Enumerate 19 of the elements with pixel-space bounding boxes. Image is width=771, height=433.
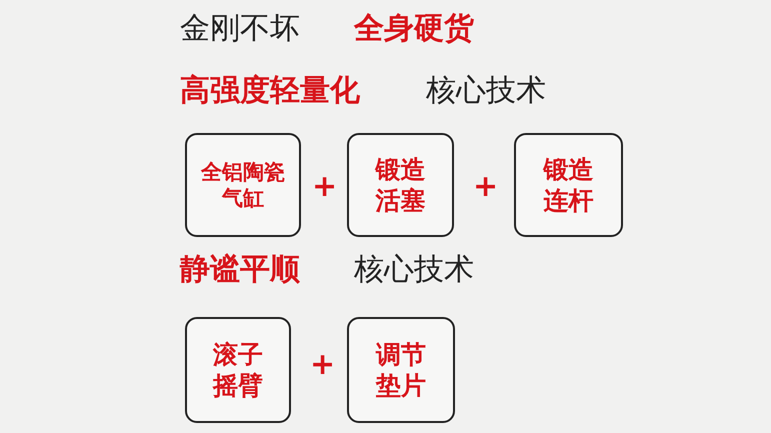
feature-box xyxy=(347,133,454,237)
heading-text: 全身硬货 xyxy=(354,14,474,44)
feature-text: 调节垫片 xyxy=(374,338,427,402)
feature-text: 滚子摇臂 xyxy=(211,338,264,402)
heading-text: 静谧平顺 xyxy=(180,255,300,285)
heading-text: 高强度轻量化 xyxy=(180,76,360,106)
feature-box xyxy=(185,133,301,237)
heading-text: 核心技术 xyxy=(426,76,546,106)
plus-sign: + xyxy=(312,172,338,202)
plus-sign: + xyxy=(473,172,498,202)
feature-box xyxy=(185,317,291,423)
feature-box xyxy=(347,317,455,423)
feature-text: 锻造连杆 xyxy=(542,154,594,216)
feature-text: 锻造活塞 xyxy=(374,154,426,216)
plus-sign: + xyxy=(310,350,336,380)
heading-text: 金刚不坏 xyxy=(180,14,300,44)
heading-text: 核心技术 xyxy=(354,255,474,285)
feature-box xyxy=(514,133,623,237)
feature-text: 全铝陶瓷气缸 xyxy=(200,158,286,212)
